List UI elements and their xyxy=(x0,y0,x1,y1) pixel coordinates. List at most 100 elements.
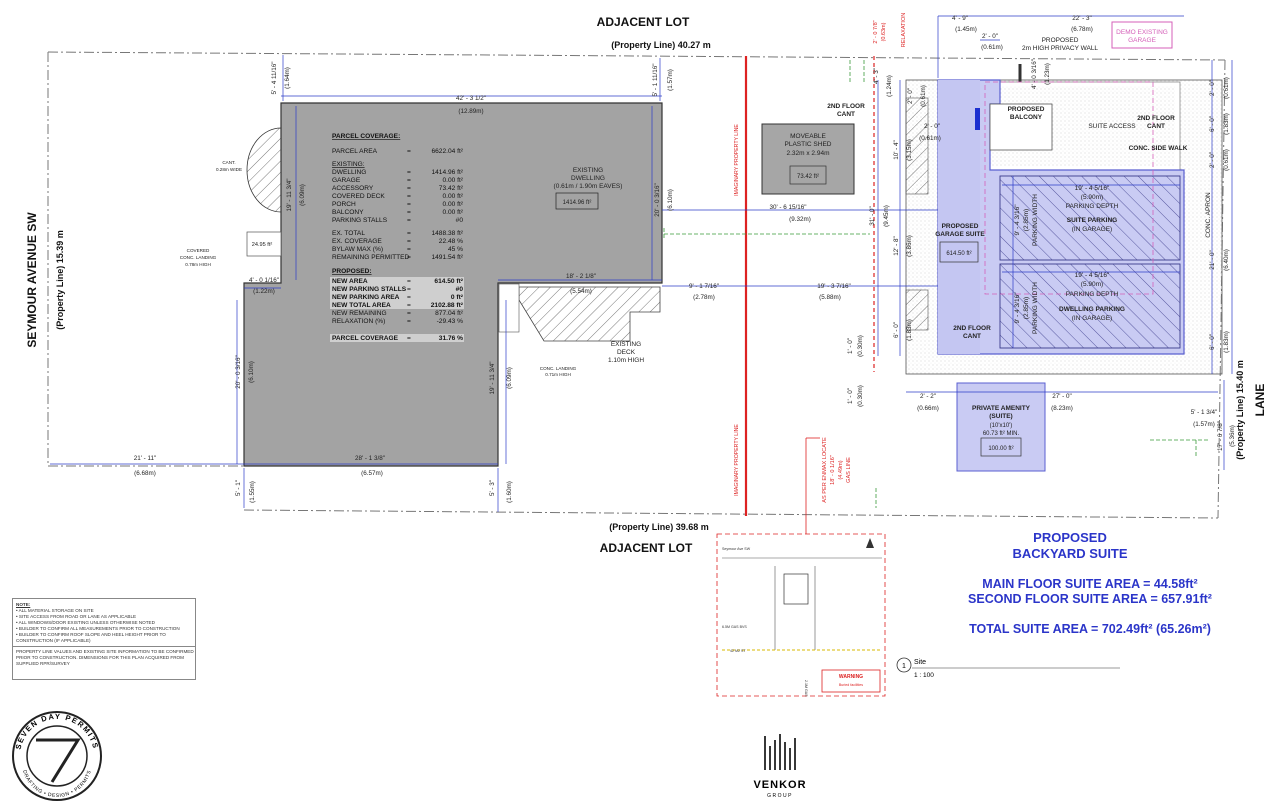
gas-line-label: GAS LINE xyxy=(846,457,852,483)
dim-r-2a-m: (0.61m) xyxy=(1223,77,1230,99)
dim-top-c: 2' - 0" xyxy=(982,33,998,40)
locate-street: Seymour Ave SW xyxy=(722,547,751,551)
suite-parking-sub: (IN GARAGE) xyxy=(1072,226,1112,233)
locate-g2: 42 M2 ST xyxy=(730,649,746,653)
floor-cant-left: 2ND FLOOR xyxy=(827,103,865,110)
note-item: • SITE ACCESS FROM ROAD OR LANE AS APPLI… xyxy=(16,614,137,619)
total-suite-area: TOTAL SUITE AREA = 702.49ft² (65.26m²) xyxy=(969,622,1211,636)
parcel-row-label: NEW AREA xyxy=(332,278,368,285)
parcel-row-value: 45 % xyxy=(448,246,463,253)
parcel-row-eq: = xyxy=(407,193,411,200)
locate-g1: 6.5M GAS BVS xyxy=(722,625,747,629)
suite-access: SUITE ACCESS xyxy=(1088,123,1136,130)
covered-landing-label: COVERED xyxy=(187,248,210,253)
covered-landing xyxy=(246,231,282,257)
dim-r-6b: 6' - 0" xyxy=(1209,334,1216,350)
dim-lane-17: 17' - 6 7/8" xyxy=(1217,421,1224,451)
notes-title: NOTE: xyxy=(16,602,31,607)
dim-g-6-m: (1.83m) xyxy=(906,319,913,341)
dim-g-31: 31' - 0" xyxy=(869,206,876,226)
dim-g-4-0: 4' - 0 3/16" xyxy=(1031,59,1038,89)
parcel-row-eq: = xyxy=(407,177,411,184)
dim-rear-width: 18' - 2 1/8" xyxy=(566,273,596,280)
existing-dwelling-label: EXISTING xyxy=(573,167,603,174)
dim-dw-h2-m: (6.10m) xyxy=(667,189,674,211)
existing-deck xyxy=(518,286,661,342)
dim-c-1b: 1' - 0" xyxy=(847,388,854,404)
dim-dw-h4-m: (6.09m) xyxy=(506,367,513,389)
parcel-row-label: BALCONY xyxy=(332,209,364,216)
parcel-row-label: COVERED DECK xyxy=(332,193,385,200)
apron-label: CONC. APRON xyxy=(1205,192,1212,238)
parcel-row-label: EX. TOTAL xyxy=(332,230,365,237)
dim-sep-m: (9.32m) xyxy=(789,216,811,223)
parcel-section-title: EXISTING: xyxy=(332,161,365,168)
lane-property-line: (Property Line) 15.40 m xyxy=(1235,360,1245,460)
suite-parking-dim: 19' - 4 5/16" xyxy=(1075,185,1110,192)
dim-top-b: 22' - 3" xyxy=(1072,15,1092,22)
dim-am-2-m: (0.66m) xyxy=(917,405,939,412)
parcel-row-label: REMAINING PERMITTED xyxy=(332,254,410,261)
warning-text: Buried facilities xyxy=(839,683,863,687)
parcel-row-value: #0 xyxy=(456,286,464,293)
floor-cant-left-2: CANT xyxy=(837,111,855,118)
privacy-wall-label-2: 2m HIGH PRIVACY WALL xyxy=(1022,45,1098,52)
note-item: • BUILDER TO CONFIRM ALL MEASUREMENTS PR… xyxy=(16,626,180,631)
parcel-row-label: NEW PARKING AREA xyxy=(332,294,400,301)
dim-right-setback: 5' - 1 11/16" xyxy=(652,63,659,96)
dim-step-m: (1.22m) xyxy=(253,288,275,295)
dim-top-c-m: (0.61m) xyxy=(981,44,1003,51)
floor-cant-right: 2ND FLOOR xyxy=(1137,115,1175,122)
deck-label: EXISTING xyxy=(611,341,641,348)
dim-r-2a: 2' - 0" xyxy=(1209,80,1216,96)
relaxation-label: RELAXATION xyxy=(901,13,907,47)
cant-bay xyxy=(246,127,282,213)
existing-dwelling-area: 1414.96 ft² xyxy=(563,200,592,206)
parcel-row-eq: = xyxy=(407,278,411,285)
general-notes: NOTE: • ALL MATERIAL STORAGE ON SITE • S… xyxy=(12,598,196,680)
parcel-row-eq: = xyxy=(407,209,411,216)
cant-size: 0.28m WIDE xyxy=(216,167,242,172)
parking-width-dim-1: 9' - 4 3/16" xyxy=(1014,204,1021,236)
parcel-row-value: 2102.88 ft² xyxy=(431,302,464,309)
conc-landing-label: CONC. LANDING xyxy=(540,366,577,371)
dwelling-parking-dim: 19' - 4 5/16" xyxy=(1075,272,1110,279)
dim-dw-width-m: (12.89m) xyxy=(458,108,483,115)
dim-top-b-m: (6.78m) xyxy=(1071,26,1093,33)
conc-landing-label-2: 0.71m HIGH xyxy=(545,372,571,377)
parcel-row-value: 1488.38 ft² xyxy=(431,230,463,237)
dim-r-6: 6' - 0" xyxy=(1209,116,1216,132)
parcel-row-eq: = xyxy=(407,294,411,301)
warning-title: WARNING xyxy=(839,674,863,680)
parcel-row-value: 0.00 ft² xyxy=(442,177,463,184)
dim-lane-17-m: (5.36m) xyxy=(1229,425,1236,447)
dim-r-2b: 2' - 0" xyxy=(1209,152,1216,168)
dim-rear-width-m: (5.54m) xyxy=(570,288,592,295)
parcel-row-value: 877.04 ft² xyxy=(435,310,464,317)
suite-area: 614.50 ft² xyxy=(946,251,971,257)
parcel-row-eq: = xyxy=(407,238,411,245)
proposed-title: PROPOSED BACKYARD SUITE xyxy=(1000,530,1140,562)
balcony xyxy=(989,103,1053,151)
dim-am-2: 2' - 2" xyxy=(920,393,936,400)
parcel-row-eq: = xyxy=(407,217,411,224)
parking-width-2: PARKING WIDTH xyxy=(1032,282,1039,334)
shed-size: 2.32m x 2.94m xyxy=(787,150,830,157)
dim-r-21: 21' - 0" xyxy=(1209,250,1216,270)
landing-area: 24.95 ft² xyxy=(252,242,273,248)
deck-label-2: DECK xyxy=(617,349,636,356)
suite-parking-label: SUITE PARKING xyxy=(1067,217,1117,224)
notes-footer-1: PROPERTY LINE VALUES AND EXISTING SITE I… xyxy=(16,649,194,654)
view-scale: 1 : 100 xyxy=(914,672,934,679)
dim-g-6: 6' - 0" xyxy=(893,322,900,338)
dim-dw-h1: 19' - 11 3/4" xyxy=(286,178,293,211)
parcel-row-label: PORCH xyxy=(332,201,356,208)
amenity-area: 100.00 ft² xyxy=(988,446,1013,452)
notes-footer-3: SUPPLIED RPR/SURVEY xyxy=(16,661,70,666)
dim-g-31-m: (9.45m) xyxy=(883,205,890,227)
street-property-line: (Property Line) 15.39 m xyxy=(55,230,65,330)
parcel-row-label: DWELLING xyxy=(332,169,366,176)
dim-front-dist: 21' - 11" xyxy=(134,455,157,462)
dim-g-2b-m: (0.61m) xyxy=(920,85,927,107)
dim-dw-h1-m: (6.09m) xyxy=(299,184,306,206)
